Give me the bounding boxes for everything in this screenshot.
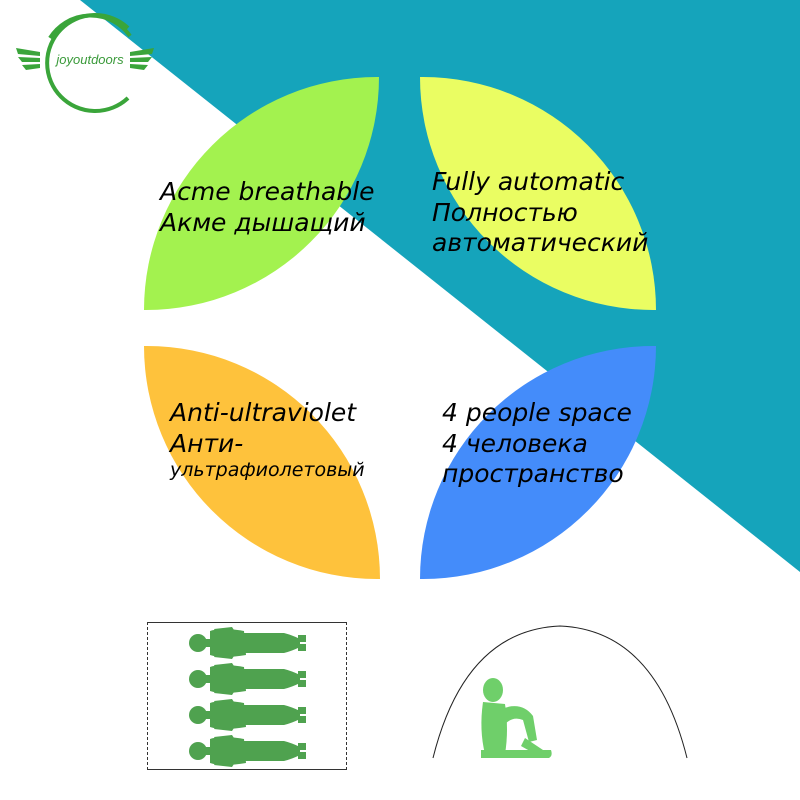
feature-label-ru: Полностью bbox=[432, 197, 578, 227]
wing-circle-logo-icon bbox=[16, 13, 154, 113]
feature-label-ru-2: автоматический bbox=[432, 228, 649, 257]
sitting-person-icon bbox=[481, 678, 552, 758]
dome-tent-icon bbox=[432, 625, 688, 759]
feature-label-ru: Анти- bbox=[170, 428, 244, 458]
feature-label-en: 4 people space bbox=[442, 398, 632, 427]
feature-text-space: 4 people space 4 человека пространство bbox=[442, 398, 632, 490]
logo-text: joyoutdoors bbox=[56, 52, 124, 67]
feature-label-ru: 4 человека bbox=[442, 428, 588, 458]
feature-label-en: Acme breathable bbox=[160, 177, 375, 206]
feature-label-ru-2: ультрафиолетовый bbox=[170, 459, 365, 481]
feature-text-anti-uv: Anti-ultraviolet Анти- ультрафиолетовый bbox=[170, 398, 365, 482]
sleeping-people-group bbox=[189, 627, 306, 767]
feature-text-automatic: Fully automatic Полностью автоматический bbox=[432, 167, 648, 259]
lying-person-icon bbox=[189, 735, 306, 767]
lying-person-icon bbox=[189, 699, 306, 731]
feature-text-breathable: Acme breathable Акме дышащий bbox=[160, 177, 375, 238]
lying-person-icon bbox=[189, 627, 306, 659]
brand-logo: joyoutdoors bbox=[10, 8, 160, 118]
feature-label-en: Anti-ultraviolet bbox=[170, 398, 357, 427]
feature-label-en: Fully automatic bbox=[432, 167, 625, 196]
feature-label-ru: Акме дышащий bbox=[160, 207, 366, 237]
sleeping-capacity-diagram bbox=[147, 622, 347, 770]
feature-label-ru-2: пространство bbox=[442, 459, 624, 488]
lying-person-icon bbox=[189, 663, 306, 695]
